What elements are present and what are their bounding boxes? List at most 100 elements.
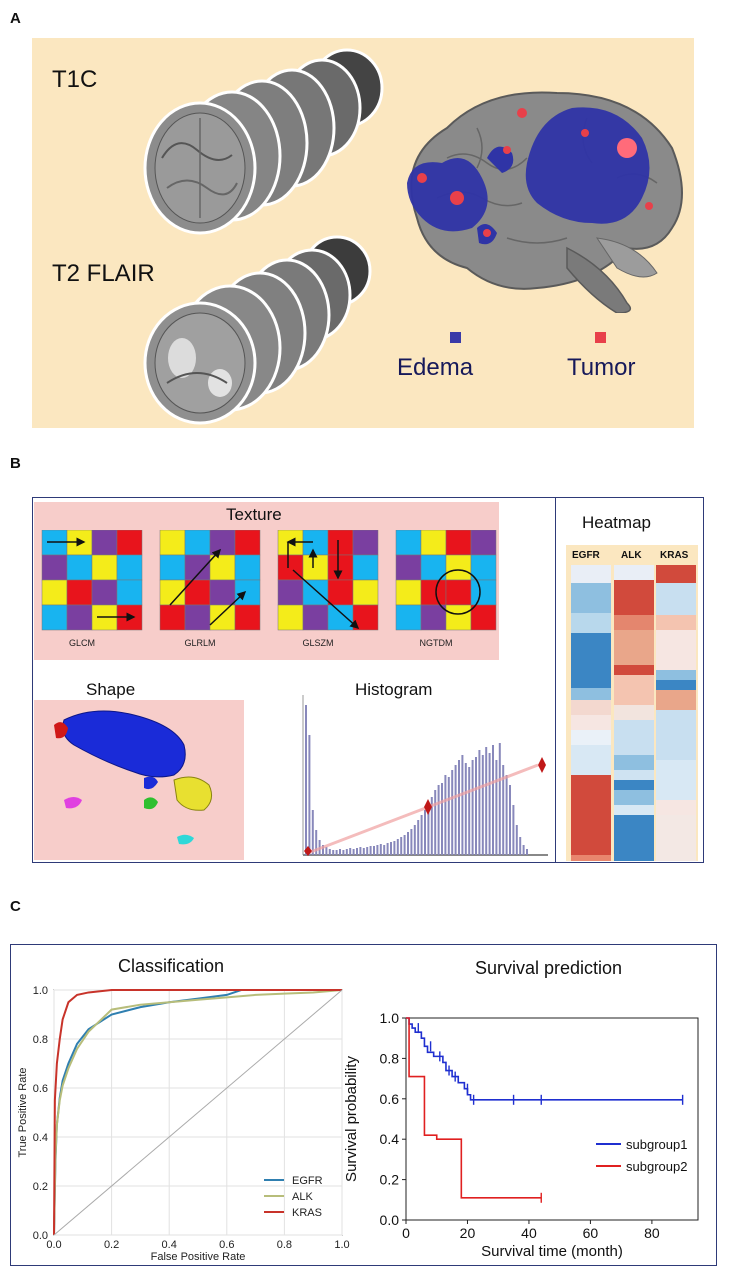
matrix-cell [327, 554, 354, 581]
matrix-cell [184, 604, 211, 631]
heatmap-cell [614, 675, 654, 705]
km-ytick-label: 0.4 [380, 1131, 400, 1147]
heatmap-cell [614, 780, 654, 790]
heatmap-cell [656, 760, 696, 800]
brain-3d-render [407, 91, 683, 313]
heatmap-cell [656, 583, 696, 615]
km-xtick-label: 60 [583, 1225, 599, 1241]
histogram-bar [512, 805, 515, 855]
histogram-bar [328, 849, 331, 855]
matrix-cell [41, 579, 68, 606]
matrix-cell [116, 530, 143, 556]
heatmap-grid [571, 565, 696, 861]
matrix-cell [470, 530, 497, 556]
matrix-cell [302, 579, 329, 606]
heatmap-cell [656, 815, 696, 861]
edema-legend-swatch [450, 332, 461, 343]
matrix-cell [470, 554, 497, 581]
heatmap-cell [614, 630, 654, 665]
histogram-bar [526, 849, 528, 855]
roc-xtick-label: 0.2 [104, 1239, 119, 1251]
matrix-cell [302, 604, 329, 631]
heatmap-cell [571, 633, 611, 688]
histogram-bar [505, 775, 508, 855]
histogram-bar [509, 785, 511, 855]
roc-ytick-label: 1.0 [33, 985, 48, 997]
heatmap-cell [656, 690, 696, 710]
roc-xtick-label: 0.6 [219, 1239, 234, 1251]
histogram-bar [407, 832, 409, 855]
heatmap-cell [614, 580, 654, 615]
matrix-cell [470, 579, 497, 606]
t2-flair-slice-stack [143, 235, 372, 425]
roc-ytick-label: 0.6 [33, 1083, 48, 1095]
histogram-bar [315, 830, 318, 855]
matrix-cell [41, 604, 68, 631]
heatmap-col-alk: ALK [621, 550, 642, 561]
roc-legend-label: KRAS [292, 1207, 322, 1219]
histogram-bar [447, 777, 450, 855]
heatmap-cell [614, 705, 654, 720]
matrix-cell [91, 554, 118, 581]
matrix-cell [41, 554, 68, 581]
glcm-label: GLCM [68, 638, 95, 648]
km-xtick-label: 0 [402, 1225, 410, 1241]
roc-ylabel: True Positive Rate [17, 1067, 29, 1157]
mri-panel: T1C T2 FLAIR [32, 38, 694, 428]
heatmap-title: Heatmap [582, 513, 651, 532]
matrix-cell [352, 579, 379, 606]
matrix-cell [445, 530, 472, 556]
km-legend-label: subgroup1 [626, 1137, 687, 1152]
matrix-cell [445, 604, 472, 631]
matrix-cell [209, 579, 236, 606]
heatmap-cell [614, 755, 654, 770]
km-ytick-label: 0.0 [380, 1212, 400, 1228]
km-line-subgroup1 [406, 1017, 683, 1101]
texture-matrices [41, 530, 497, 631]
matrix-cell [184, 530, 211, 556]
histogram-bar [502, 765, 505, 855]
panel-b-label: B [10, 455, 21, 472]
roc-line-alk [53, 989, 343, 1236]
histogram-bar [376, 845, 379, 855]
survival-title: Survival prediction [475, 958, 623, 978]
matrix-cell [445, 554, 472, 581]
histogram-bar [488, 753, 491, 855]
histogram-bar [458, 760, 460, 855]
heatmap-cell [656, 615, 696, 630]
matrix-cell [159, 554, 186, 581]
matrix-cell [184, 554, 211, 581]
heatmap-cell [656, 680, 696, 690]
histogram-bar [471, 760, 474, 855]
matrix-cell [420, 579, 447, 606]
heatmap-cell [614, 805, 654, 815]
heatmap-cell [571, 565, 611, 583]
heatmap-cell [656, 800, 696, 815]
km-plot-area [405, 1017, 699, 1221]
histogram-bar [515, 825, 518, 855]
km-xlabel: Survival time (month) [481, 1243, 623, 1260]
histogram-bar [495, 760, 498, 855]
matrix-cell [91, 579, 118, 606]
histogram-bar [400, 837, 403, 855]
matrix-cell [420, 554, 447, 581]
heatmap-cell [571, 583, 611, 613]
histogram-bar [444, 775, 447, 855]
matrix-cell [327, 579, 354, 606]
heatmap-col-egfr: EGFR [572, 550, 600, 561]
histogram-bar [410, 829, 413, 855]
histogram-bar [356, 848, 358, 855]
matrix-cell [352, 530, 379, 556]
histogram-bar [430, 797, 433, 855]
tumor-legend-swatch [595, 332, 606, 343]
histogram-bar [451, 770, 454, 855]
heatmap-cell [571, 730, 611, 745]
histogram-bar [454, 765, 457, 855]
ngtdm-circle [435, 569, 481, 615]
histogram-bar [308, 735, 311, 855]
histogram-bar [362, 848, 365, 855]
tumor-legend-label: Tumor [567, 354, 636, 381]
heatmap-cell [571, 775, 611, 855]
matrix-cell [66, 604, 93, 631]
heatmap-cell [614, 815, 654, 861]
